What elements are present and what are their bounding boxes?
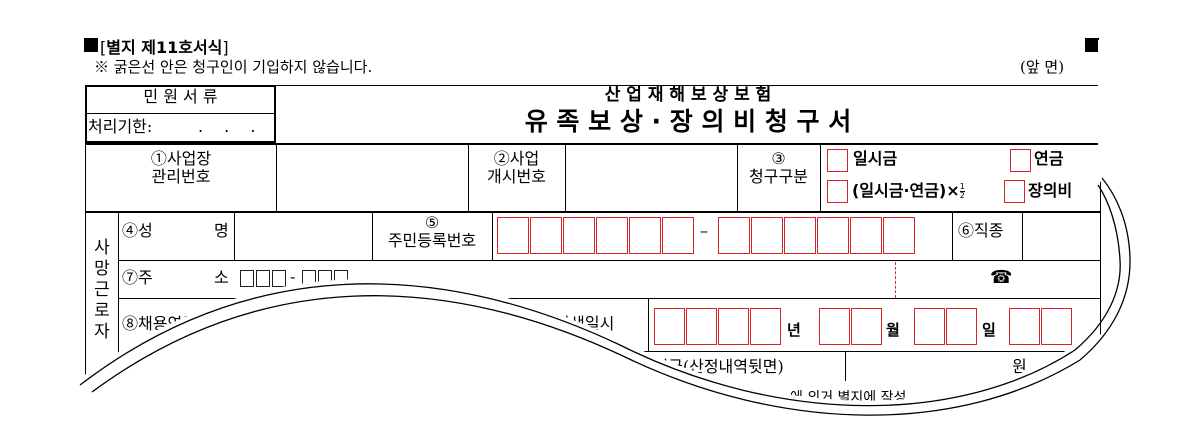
- pension-checkbox[interactable]: [1010, 149, 1031, 172]
- rrn-box-8[interactable]: [751, 217, 783, 254]
- name-label: ④성: [122, 221, 153, 240]
- won-label: 원: [1012, 357, 1027, 376]
- funeral-checkbox[interactable]: [1004, 180, 1025, 203]
- page-title: 유 족 보 상 · 장 의 비 청 구 서: [524, 107, 852, 136]
- deadline-dots: . . .: [198, 117, 264, 136]
- address-divider: [895, 262, 896, 298]
- rrn-box-2[interactable]: [530, 217, 562, 254]
- address-label: ⑦주: [122, 268, 153, 287]
- year-box-1[interactable]: [654, 308, 685, 345]
- rrn-box-11[interactable]: [850, 217, 882, 254]
- zip-box-1[interactable]: [240, 270, 254, 287]
- funeral-label: 장의비: [1028, 181, 1073, 200]
- rrn-box-12[interactable]: [883, 217, 915, 254]
- rrn-separator: –: [700, 221, 708, 240]
- title-line1: 산 업 재 해 보 상 보 험: [604, 85, 772, 105]
- month-label: 월: [886, 321, 900, 339]
- rrn-box-3[interactable]: [563, 217, 595, 254]
- rrn-box-4[interactable]: [596, 217, 628, 254]
- hour-box-2[interactable]: [1041, 308, 1072, 345]
- name-label-end: 명: [214, 221, 229, 240]
- header-note: ※ 굵은선 안은 청구인이 기입하지 않습니다.: [94, 58, 373, 76]
- rrn-box-10[interactable]: [817, 217, 849, 254]
- phone-icon: ☎: [990, 267, 1013, 288]
- rrn-box-1[interactable]: [497, 217, 529, 254]
- rrn-box-5[interactable]: [629, 217, 661, 254]
- year-label: 년: [787, 321, 801, 339]
- day-box-1[interactable]: [914, 308, 945, 345]
- month-box-2[interactable]: [851, 308, 882, 345]
- year-box-3[interactable]: [718, 308, 749, 345]
- rrn-box-6[interactable]: [662, 217, 694, 254]
- zip-separator: -: [290, 267, 296, 286]
- front-side-label: (앞 면): [1020, 58, 1065, 76]
- zip-box-3[interactable]: [272, 270, 286, 287]
- rrn-box-7[interactable]: [718, 217, 750, 254]
- lump-sum-checkbox[interactable]: [827, 149, 848, 172]
- corner-square-left: [84, 38, 98, 52]
- month-box-1[interactable]: [819, 308, 850, 345]
- form-number: [별지 제11호서식]: [100, 38, 229, 57]
- deadline-label: 처리기한:: [88, 117, 153, 136]
- office-label: 민 원 서 류: [143, 87, 218, 106]
- rrn-box-9[interactable]: [784, 217, 816, 254]
- zip-box-2[interactable]: [256, 270, 270, 287]
- mixed-checkbox[interactable]: [827, 180, 848, 203]
- hour-box-1[interactable]: [1009, 308, 1040, 345]
- pension-label: 연금: [1034, 149, 1064, 168]
- corner-square-right: [1085, 38, 1099, 52]
- year-box-2[interactable]: [686, 308, 717, 345]
- day-box-2[interactable]: [946, 308, 977, 345]
- year-box-4[interactable]: [750, 308, 781, 345]
- job-label: ⑥직종: [958, 221, 1004, 240]
- address-label-end: 소: [214, 268, 229, 287]
- lump-sum-label: 일시금: [853, 149, 898, 168]
- office-box: [85, 85, 276, 143]
- day-label: 일: [982, 321, 996, 339]
